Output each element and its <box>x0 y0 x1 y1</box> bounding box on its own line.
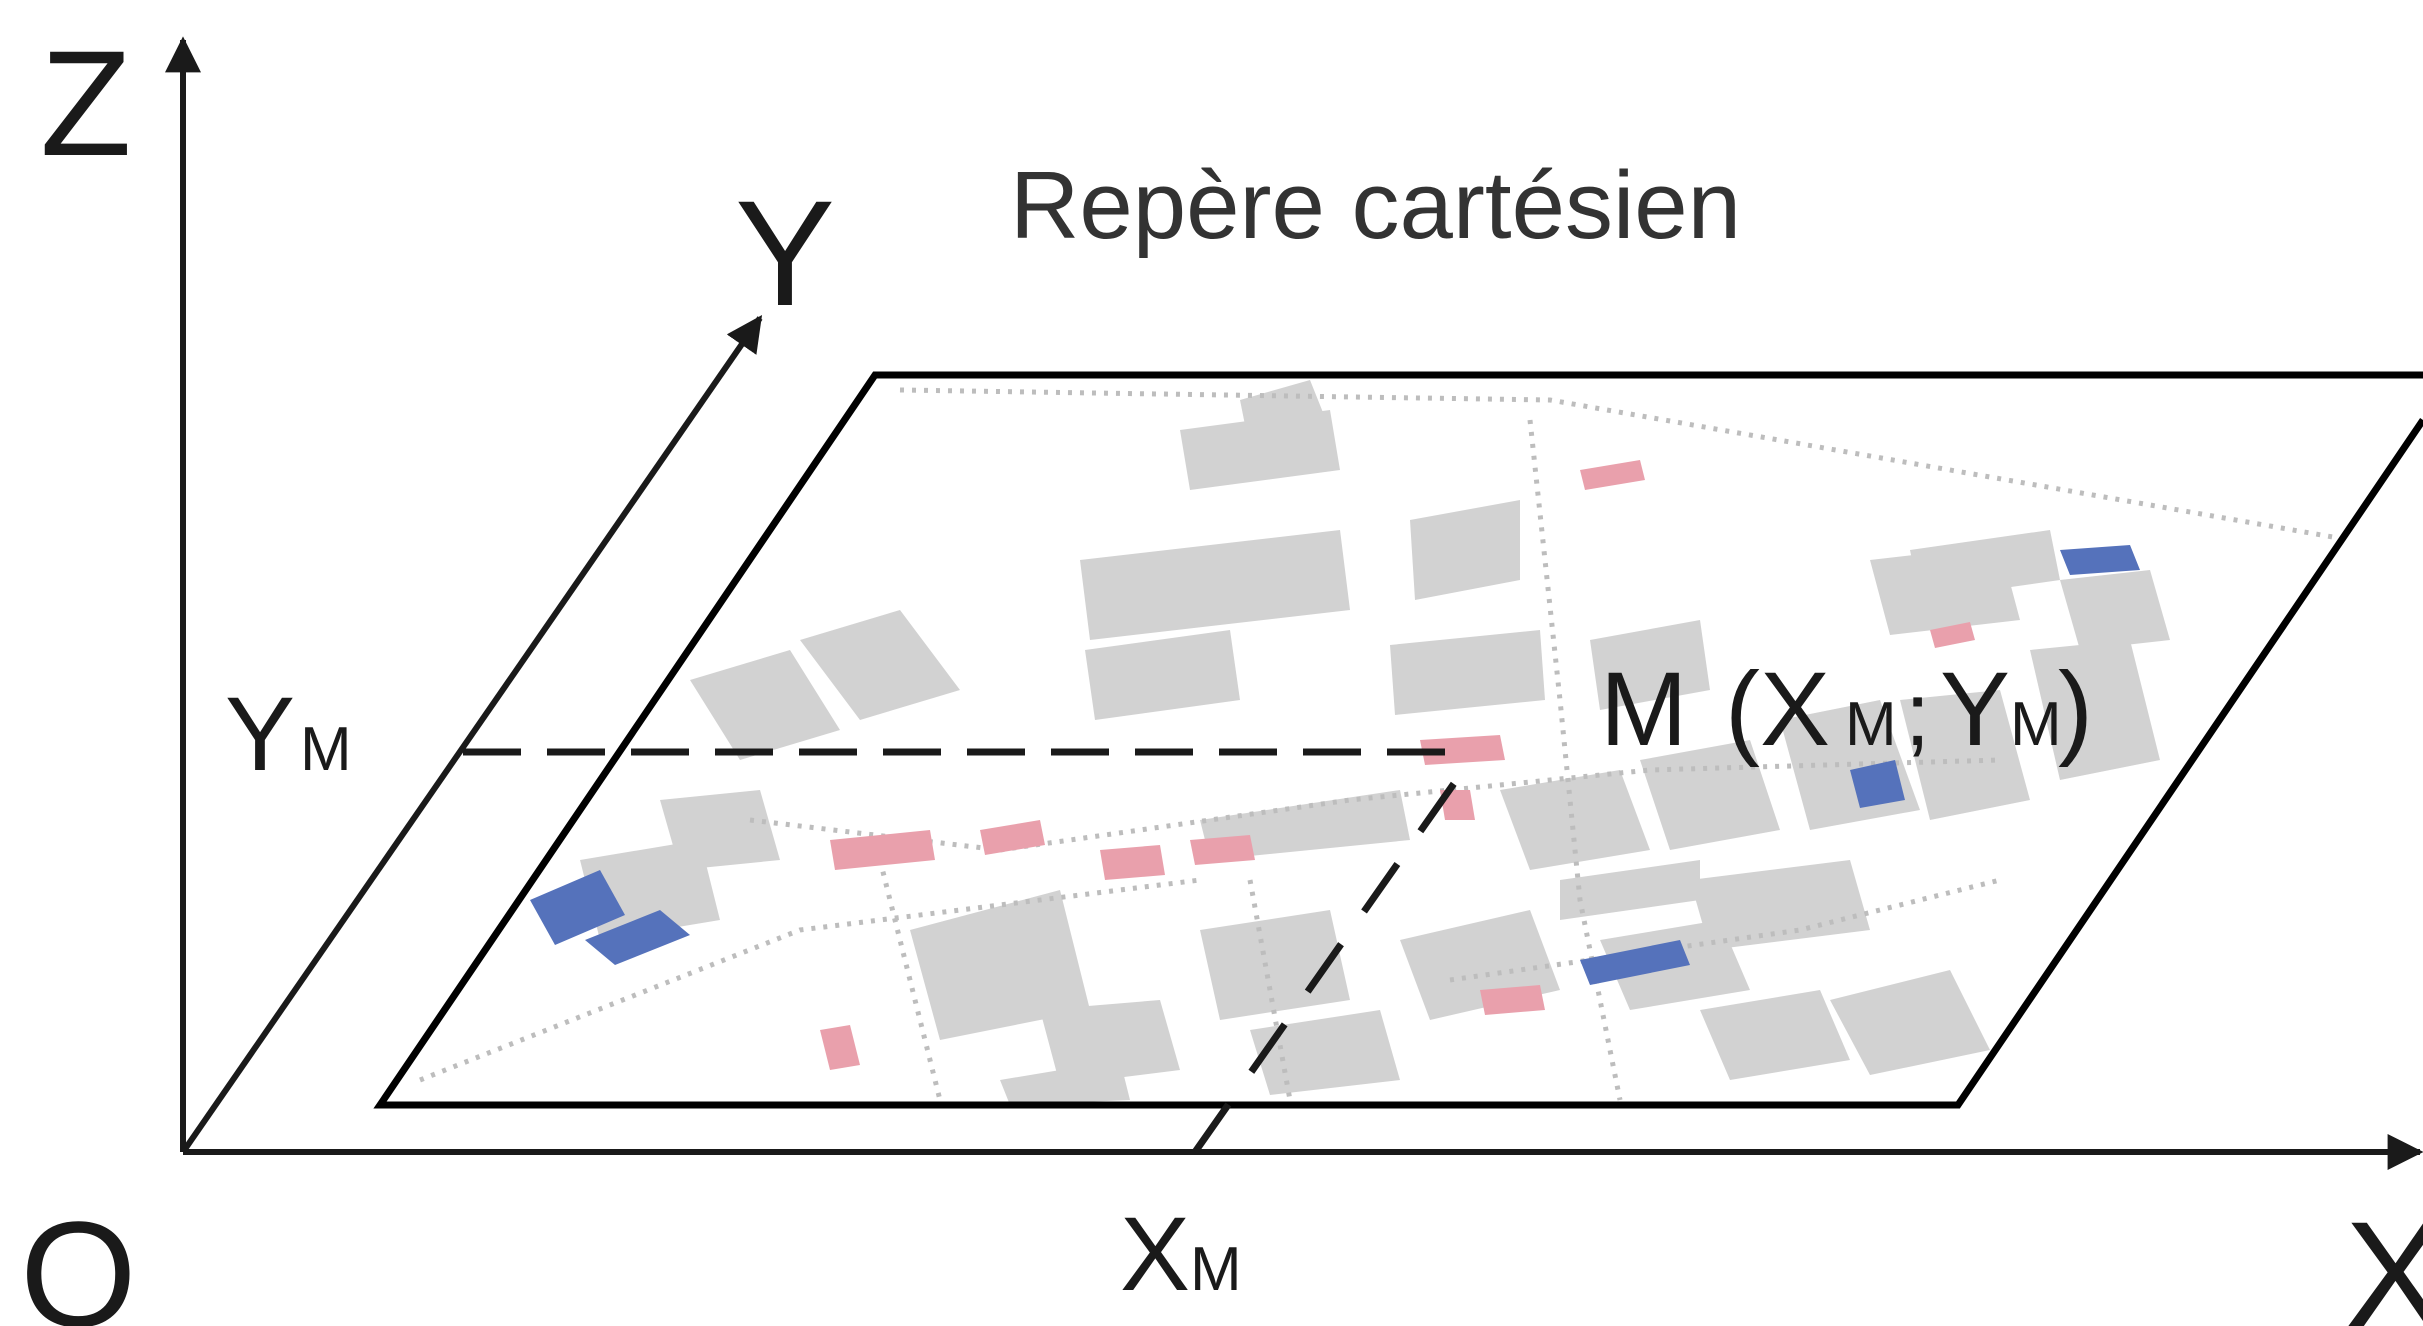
point-separator: ; <box>1905 665 1930 765</box>
point-y-sub: M <box>2010 690 2062 759</box>
y-axis <box>180 315 763 1154</box>
plane-outline <box>373 371 2423 1109</box>
xm-main: X <box>1120 1196 1190 1313</box>
point-name: M <box>1600 651 1687 768</box>
y-axis-label: Y <box>735 169 835 337</box>
xm-label: X M <box>1120 1196 1242 1313</box>
point-y-main: Y <box>1940 651 2010 768</box>
xm-projection-line <box>1192 779 1458 1155</box>
xm-sub: M <box>1190 1235 1242 1304</box>
z-axis-label: Z <box>40 19 132 187</box>
point-x-sub: M <box>1845 690 1897 759</box>
ym-main: Y <box>225 676 295 793</box>
x-axis-label: X <box>2345 1190 2423 1326</box>
origin-label: O <box>20 1190 137 1326</box>
map-image <box>380 375 2423 1105</box>
diagram-title: Repère cartésien <box>1010 152 1741 259</box>
point-open: (X <box>1725 651 1830 768</box>
point-m-label: M (X M ; Y M ) <box>1600 651 2093 768</box>
ym-sub: M <box>300 715 352 784</box>
ym-label: Y M <box>225 676 352 793</box>
point-close: ) <box>2058 651 2093 768</box>
